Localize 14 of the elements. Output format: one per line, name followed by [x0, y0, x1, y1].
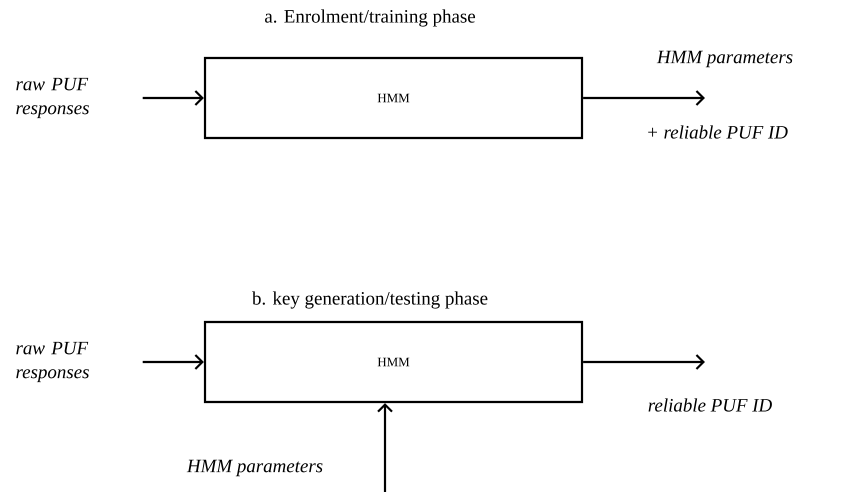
- signal-label: + reliable PUF ID: [648, 125, 788, 139]
- signal-label: reliable PUF ID: [648, 398, 772, 412]
- signal-label: HMM parameters: [656, 50, 792, 68]
- input-label: raw PUF responses: [16, 78, 89, 118]
- arrow: [583, 90, 705, 106]
- signal-label: HMM parameters: [186, 460, 323, 476]
- arrow: [142, 354, 204, 370]
- phase-title: a. Enrolment/training phase: [265, 9, 476, 27]
- process-box: HMM: [204, 56, 584, 140]
- input-label: raw PUF responses: [16, 342, 89, 382]
- process-box: HMM: [204, 320, 584, 404]
- arrow: [142, 90, 204, 106]
- arrow: [583, 354, 705, 370]
- arrow: [377, 403, 393, 492]
